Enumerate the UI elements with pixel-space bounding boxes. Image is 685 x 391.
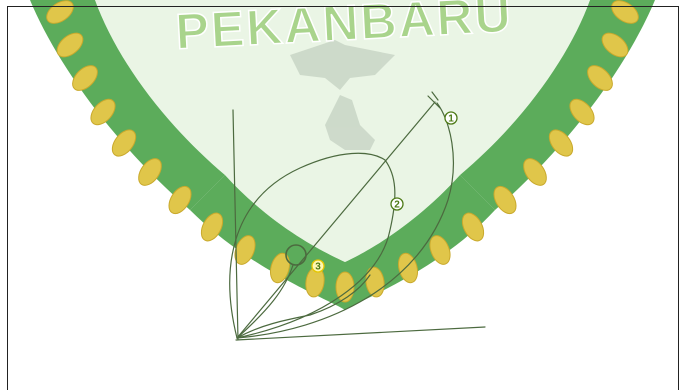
curve-3-marker-circle bbox=[285, 244, 307, 266]
seal-rope-right bbox=[429, 0, 639, 265]
curve-3-lower bbox=[236, 274, 371, 339]
curve-label-2: 2 bbox=[390, 197, 404, 211]
curve-2 bbox=[236, 159, 396, 339]
curve-label-3: 3 bbox=[311, 259, 325, 273]
curve-1-lower bbox=[236, 102, 454, 339]
y-axis bbox=[232, 109, 239, 341]
seal-inner bbox=[95, 0, 590, 262]
curve-1-upper bbox=[229, 152, 386, 339]
curve-label-1: 1 bbox=[444, 111, 458, 125]
x-axis bbox=[235, 326, 486, 341]
figure-frame bbox=[7, 6, 679, 390]
seal-ring-left bbox=[30, 0, 225, 210]
curve-label-3-text: 3 bbox=[315, 262, 321, 273]
curve-3-upper bbox=[236, 264, 294, 339]
curve-label-2-text: 2 bbox=[394, 200, 400, 211]
seal-rope-bottom bbox=[269, 252, 419, 303]
seal-ring-right bbox=[460, 0, 655, 210]
diagonal-end-tick bbox=[427, 91, 441, 109]
diagonal-line bbox=[236, 101, 436, 339]
curve-label-1-text: 1 bbox=[448, 114, 454, 125]
seal-emblem bbox=[290, 40, 395, 150]
